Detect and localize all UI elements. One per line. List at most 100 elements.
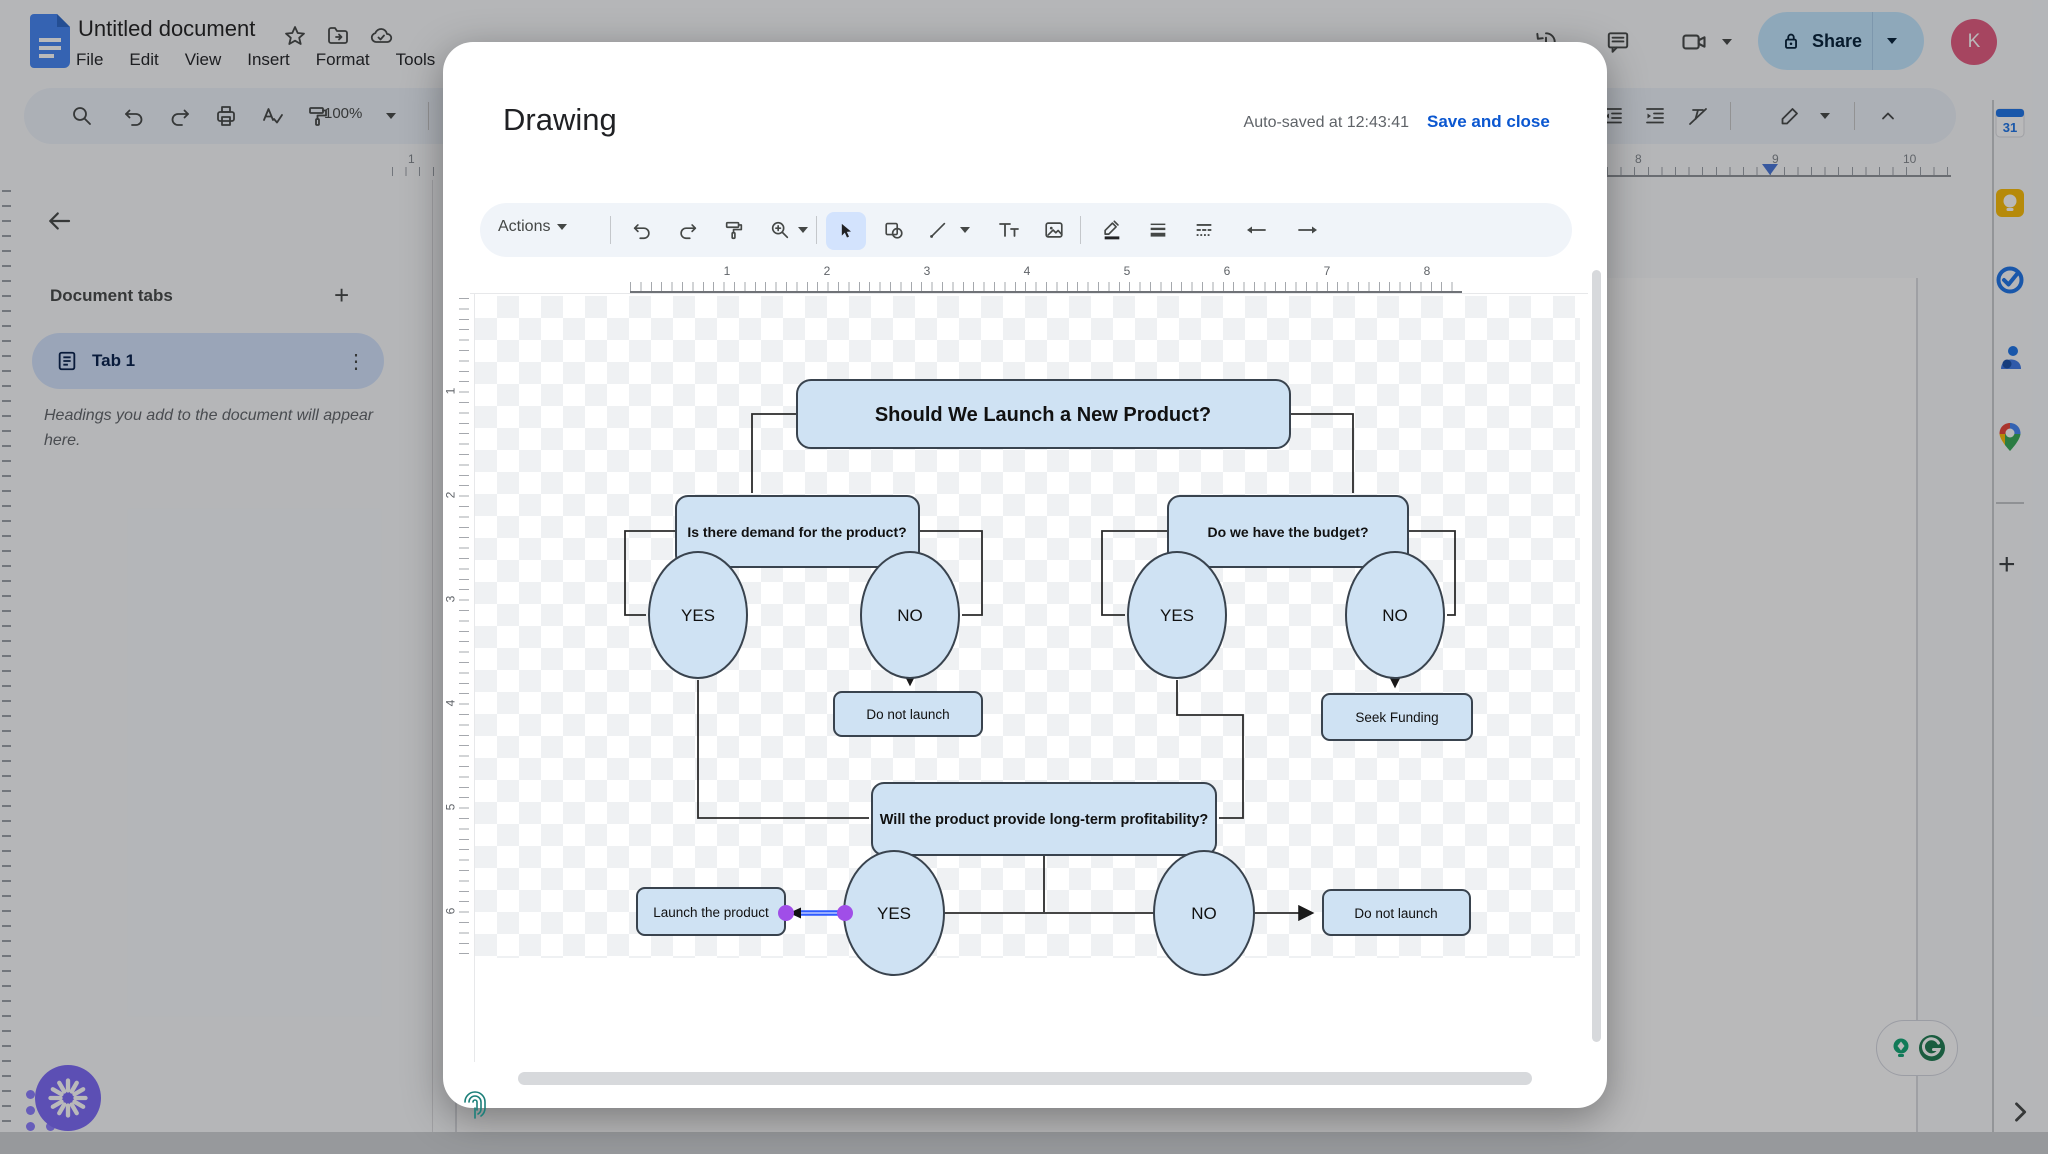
connector[interactable] [624,530,676,616]
assistant-fab-button[interactable] [35,1065,101,1131]
line-dash-icon[interactable] [1188,214,1220,246]
comments-icon[interactable] [1604,28,1632,56]
clear-formatting-icon[interactable] [1684,102,1712,130]
editing-mode-caret-icon[interactable] [1820,113,1830,119]
selected-connector[interactable] [778,905,853,921]
arrow-start-icon[interactable] [1240,214,1272,246]
menu-file[interactable]: File [76,50,104,69]
indent-marker-icon[interactable] [1762,164,1778,175]
calendar-icon[interactable]: 31 [1994,107,2026,139]
tab-options-icon[interactable]: ⋮ [346,350,366,373]
node-yes-1[interactable]: YES [648,551,748,679]
zoom-tool-caret-icon[interactable] [798,227,808,233]
search-icon[interactable] [68,102,96,130]
maps-icon[interactable] [1994,421,2026,453]
node-question-profitability[interactable]: Will the product provide long-term profi… [871,782,1217,856]
line-color-icon[interactable] [1096,214,1128,246]
meet-video-icon[interactable] [1680,28,1708,56]
node-yes-3[interactable]: YES [843,850,945,976]
add-addon-icon[interactable]: + [1998,548,2016,581]
arrow-end-icon[interactable] [1292,214,1324,246]
paint-format-icon[interactable] [718,214,750,246]
save-and-close-button[interactable]: Save and close [1427,112,1550,131]
increase-indent-icon[interactable] [1641,102,1669,130]
menu-view[interactable]: View [184,50,222,69]
collapse-toolbar-icon[interactable] [1874,102,1902,130]
connector[interactable] [1408,530,1456,616]
insert-image-icon[interactable] [1038,214,1070,246]
zoom-tool-icon[interactable] [764,214,796,246]
menu-format[interactable]: Format [315,50,370,69]
line-tool-caret-icon[interactable] [960,227,970,233]
svg-text:YES: YES [1160,606,1194,625]
tab-item-tab1[interactable]: Tab 1 ⋮ [32,333,384,389]
menu-insert[interactable]: Insert [247,50,290,69]
meet-caret-icon[interactable] [1722,39,1732,45]
menu-tools[interactable]: Tools [395,50,436,69]
flowchart-svg[interactable]: Should We Launch a New Product? Is there… [443,42,1607,1108]
keep-icon[interactable] [1994,187,2026,219]
connector[interactable] [697,680,869,819]
node-question-budget[interactable]: Do we have the budget? [1167,495,1409,568]
hide-panel-chevron-icon[interactable] [2006,1098,2034,1126]
node-do-not-launch-right[interactable]: Do not launch [1322,889,1471,936]
node-no-2[interactable]: NO [1345,551,1445,679]
zoom-caret-icon[interactable] [386,113,396,119]
decrease-indent-icon[interactable] [1599,102,1627,130]
print-icon[interactable] [212,102,240,130]
connectors[interactable] [624,413,1456,922]
move-folder-icon[interactable] [326,24,350,48]
undo-icon[interactable] [626,214,658,246]
select-tool-active[interactable] [826,212,866,250]
horizontal-scroll-track[interactable] [0,1132,2048,1154]
tasks-icon[interactable] [1994,264,2026,296]
node-main-question[interactable]: Should We Launch a New Product? [796,379,1291,449]
redo-icon[interactable] [672,214,704,246]
connector[interactable] [1290,413,1354,493]
line-weight-icon[interactable] [1142,214,1174,246]
tab-label: Tab 1 [92,351,136,370]
add-tab-icon[interactable]: + [334,280,350,310]
star-icon[interactable] [283,24,307,48]
document-title[interactable]: Untitled document [78,16,256,41]
canvas-horizontal-scrollbar[interactable] [518,1072,1532,1085]
share-button[interactable]: Share [1758,12,1924,70]
svg-text:Do not launch: Do not launch [1354,906,1437,921]
avatar[interactable]: K [1951,19,1997,65]
connector-handle[interactable] [837,905,853,921]
node-no-1[interactable]: NO [860,551,960,679]
share-caret-icon[interactable] [1887,38,1898,44]
shape-tool-icon[interactable] [878,214,910,246]
connector[interactable] [1101,530,1168,616]
zoom-level[interactable]: 100% [324,105,363,122]
docs-logo-icon[interactable] [30,14,70,68]
grammarly-g-icon [1919,1035,1945,1061]
redo-icon[interactable] [166,102,194,130]
actions-menu-button[interactable]: Actions [498,218,568,236]
grammarly-widget[interactable] [1876,1020,1958,1076]
node-no-3[interactable]: NO [1153,850,1255,976]
menu-edit[interactable]: Edit [129,50,159,69]
node-seek-funding[interactable]: Seek Funding [1321,693,1473,741]
paint-format-icon[interactable] [304,102,332,130]
connector-handle[interactable] [778,905,794,921]
node-yes-2[interactable]: YES [1127,551,1227,679]
node-question-demand[interactable]: Is there demand for the product? [675,495,920,568]
line-tool-icon[interactable] [922,214,954,246]
cloud-saved-icon[interactable] [369,24,393,48]
spellcheck-icon[interactable] [258,102,286,130]
ruler-number: 3 [923,264,931,278]
undo-icon[interactable] [120,102,148,130]
node-launch-product[interactable]: Launch the product [636,887,786,936]
back-arrow-icon[interactable] [44,206,74,236]
contacts-icon[interactable] [1994,342,2026,374]
text-box-icon[interactable] [992,214,1024,246]
editing-mode-pencil-icon[interactable] [1776,102,1804,130]
connector[interactable] [1176,680,1244,819]
node-do-not-launch-left[interactable]: Do not launch [833,691,983,737]
connector[interactable] [919,530,983,616]
connector[interactable] [751,413,797,493]
canvas-vertical-scrollbar[interactable] [1592,270,1601,1042]
actions-caret-icon [557,224,568,230]
